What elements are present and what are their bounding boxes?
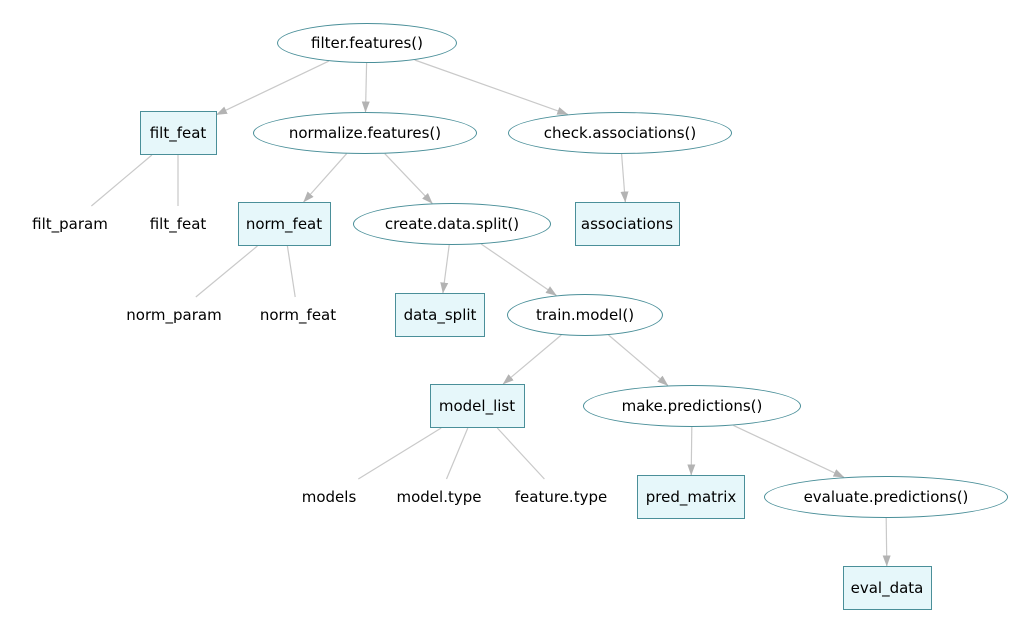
node-label: model_list bbox=[438, 397, 516, 415]
edge-normalize_features-to-norm_feat_box bbox=[303, 153, 348, 203]
node-label: create.data.split() bbox=[384, 215, 520, 233]
edge-model_list_box-to-feature_type_text bbox=[496, 427, 545, 480]
node-make_predictions: make.predictions() bbox=[583, 385, 801, 427]
node-create_data_split: create.data.split() bbox=[353, 203, 551, 245]
node-filt_feat_text: filt_feat bbox=[142, 206, 214, 242]
node-filter_features: filter.features() bbox=[277, 23, 457, 63]
node-label: eval_data bbox=[850, 579, 924, 597]
node-label: evaluate.predictions() bbox=[803, 488, 969, 506]
edge-norm_feat_box-to-norm_param_text bbox=[195, 245, 258, 298]
node-label: filt_feat bbox=[149, 215, 207, 233]
node-feature_type_text: feature.type bbox=[511, 479, 611, 515]
edge-make_predictions-to-pred_matrix_box bbox=[687, 426, 696, 476]
edge-normalize_features-to-create_data_split bbox=[384, 153, 433, 204]
edge-make_predictions-to-evaluate_predictions bbox=[733, 424, 845, 478]
node-label: norm_feat bbox=[259, 306, 337, 324]
node-label: make.predictions() bbox=[621, 397, 763, 415]
edge-evaluate_predictions-to-eval_data_box bbox=[882, 517, 891, 567]
node-label: filt_feat bbox=[149, 124, 207, 142]
node-norm_param_text: norm_param bbox=[121, 297, 227, 333]
node-label: filt_param bbox=[32, 215, 108, 233]
node-label: feature.type bbox=[514, 488, 608, 506]
node-label: associations bbox=[580, 215, 674, 233]
node-label: norm_feat bbox=[245, 215, 323, 233]
node-check_associations: check.associations() bbox=[508, 112, 732, 154]
edge-filter_features-to-filt_feat_box bbox=[216, 60, 330, 116]
node-evaluate_predictions: evaluate.predictions() bbox=[764, 476, 1008, 518]
node-normalize_features: normalize.features() bbox=[253, 112, 477, 154]
node-eval_data_box: eval_data bbox=[842, 566, 932, 610]
edge-filter_features-to-normalize_features bbox=[361, 62, 370, 113]
node-label: normalize.features() bbox=[288, 124, 442, 142]
edge-create_data_split-to-train_model bbox=[480, 243, 557, 296]
edge-check_associations-to-associations_box bbox=[620, 153, 629, 203]
node-pred_matrix_box: pred_matrix bbox=[637, 475, 745, 519]
node-models_text: models bbox=[298, 479, 360, 515]
node-label: model.type bbox=[396, 488, 482, 506]
edge-train_model-to-model_list_box bbox=[502, 334, 562, 385]
node-label: train.model() bbox=[535, 306, 635, 324]
edge-filter_features-to-check_associations bbox=[414, 59, 569, 115]
node-filt_feat_box: filt_feat bbox=[139, 111, 217, 155]
edge-create_data_split-to-data_split_box bbox=[440, 244, 450, 294]
node-model_list_box: model_list bbox=[429, 384, 525, 428]
node-label: check.associations() bbox=[543, 124, 697, 142]
node-label: models bbox=[301, 488, 357, 506]
node-label: pred_matrix bbox=[645, 488, 737, 506]
edge-model_list_box-to-models_text bbox=[357, 427, 442, 480]
node-norm_feat_box: norm_feat bbox=[237, 202, 331, 246]
node-label: data_split bbox=[403, 306, 477, 324]
node-associations_box: associations bbox=[574, 202, 680, 246]
edge-train_model-to-make_predictions bbox=[608, 334, 669, 386]
node-label: norm_param bbox=[126, 306, 222, 324]
node-label: filter.features() bbox=[311, 34, 423, 52]
node-filt_param_text: filt_param bbox=[24, 206, 116, 242]
node-norm_feat_text: norm_feat bbox=[256, 297, 340, 333]
node-model_type_text: model.type bbox=[394, 479, 484, 515]
edge-model_list_box-to-model_type_text bbox=[445, 427, 469, 480]
edge-filt_feat_box-to-filt_param_text bbox=[91, 154, 153, 207]
edge-norm_feat_box-to-norm_feat_text bbox=[286, 245, 296, 298]
node-train_model: train.model() bbox=[507, 294, 663, 336]
node-data_split_box: data_split bbox=[395, 293, 485, 337]
